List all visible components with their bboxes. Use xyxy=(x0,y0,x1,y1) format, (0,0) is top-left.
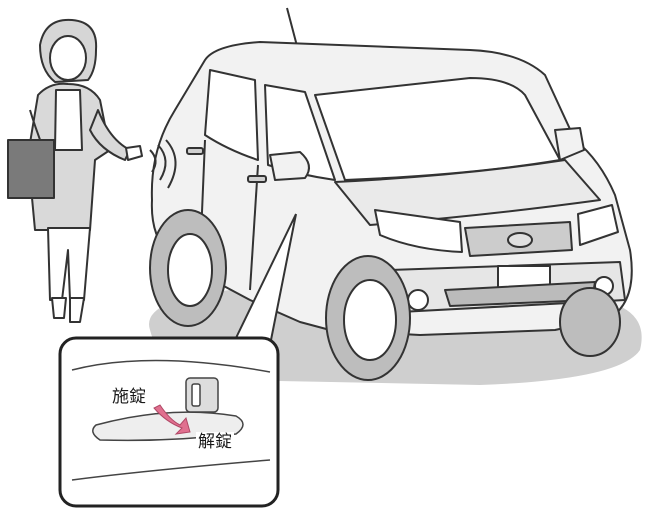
handbag xyxy=(8,140,54,198)
shirt xyxy=(55,90,82,150)
windshield xyxy=(315,78,560,180)
emblem xyxy=(508,233,532,247)
hand-with-key xyxy=(126,146,142,160)
antenna xyxy=(287,8,297,46)
shoe-left xyxy=(52,298,66,318)
unlock-label: 解錠 xyxy=(196,432,234,452)
lock-label: 施錠 xyxy=(110,387,148,407)
fog-light-left xyxy=(408,290,428,310)
wheel-rear-hub xyxy=(168,234,212,306)
woman xyxy=(8,20,142,322)
wheel-front-hub xyxy=(344,280,396,360)
door-handle-front xyxy=(248,176,266,182)
door-handle-rear xyxy=(187,148,203,154)
face xyxy=(50,36,86,80)
wheel-front-right xyxy=(560,288,620,356)
mirror-left xyxy=(270,152,309,180)
lock-sensor xyxy=(192,384,200,406)
shoe-right xyxy=(70,298,84,322)
trousers xyxy=(48,228,90,300)
